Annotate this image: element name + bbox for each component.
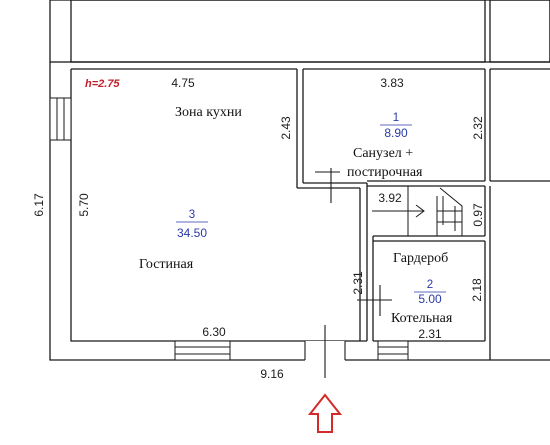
room-bath-area: 8.90 [384, 126, 408, 140]
dim-stair-width: 3.92 [378, 191, 402, 205]
room-boiler-name: Котельная [391, 311, 453, 326]
room-living-name: Гостиная [139, 257, 194, 272]
room-living-area: 34.50 [177, 226, 207, 240]
room-boiler-area: 5.00 [418, 292, 442, 306]
dim-kitchen-width: 4.75 [171, 76, 195, 90]
dim-bath-depth: 2.32 [471, 116, 485, 140]
dim-kitchen-depth: 2.43 [279, 116, 293, 140]
ceiling-height-label: h=2.75 [85, 78, 120, 90]
window-bottom [174, 340, 231, 361]
room-bath-number: 1 [393, 112, 399, 124]
entrance-door [304, 325, 346, 378]
dim-wardrobe-depth: 2.31 [351, 271, 365, 295]
dim-stair-depth: 0.97 [471, 203, 485, 227]
window-left [49, 97, 72, 141]
windows [49, 97, 409, 361]
dim-bath-width: 3.83 [380, 76, 404, 90]
room-bath-name-line1: Санузел + [353, 146, 413, 161]
room-wardrobe-name: Гардероб [393, 251, 448, 266]
room-boiler-number: 2 [427, 279, 433, 291]
dim-living-depth: 5.70 [77, 193, 91, 217]
dim-boiler-depth: 2.18 [470, 278, 484, 302]
entry-arrow-icon [307, 393, 343, 433]
dim-living-width: 6.30 [202, 325, 226, 339]
dim-total-width: 9.16 [260, 367, 284, 381]
room-kitchen-name: Зона кухни [175, 105, 242, 120]
door-marks [315, 168, 392, 316]
room-living-number: 3 [189, 209, 195, 221]
dim-boiler-width: 2.31 [418, 327, 442, 341]
dim-total-depth: 6.17 [32, 193, 46, 217]
upper-walls [49, 0, 550, 63]
window-boiler [377, 340, 409, 361]
room-bath-name-line2: постирочная [347, 165, 423, 180]
stairs [372, 186, 463, 236]
